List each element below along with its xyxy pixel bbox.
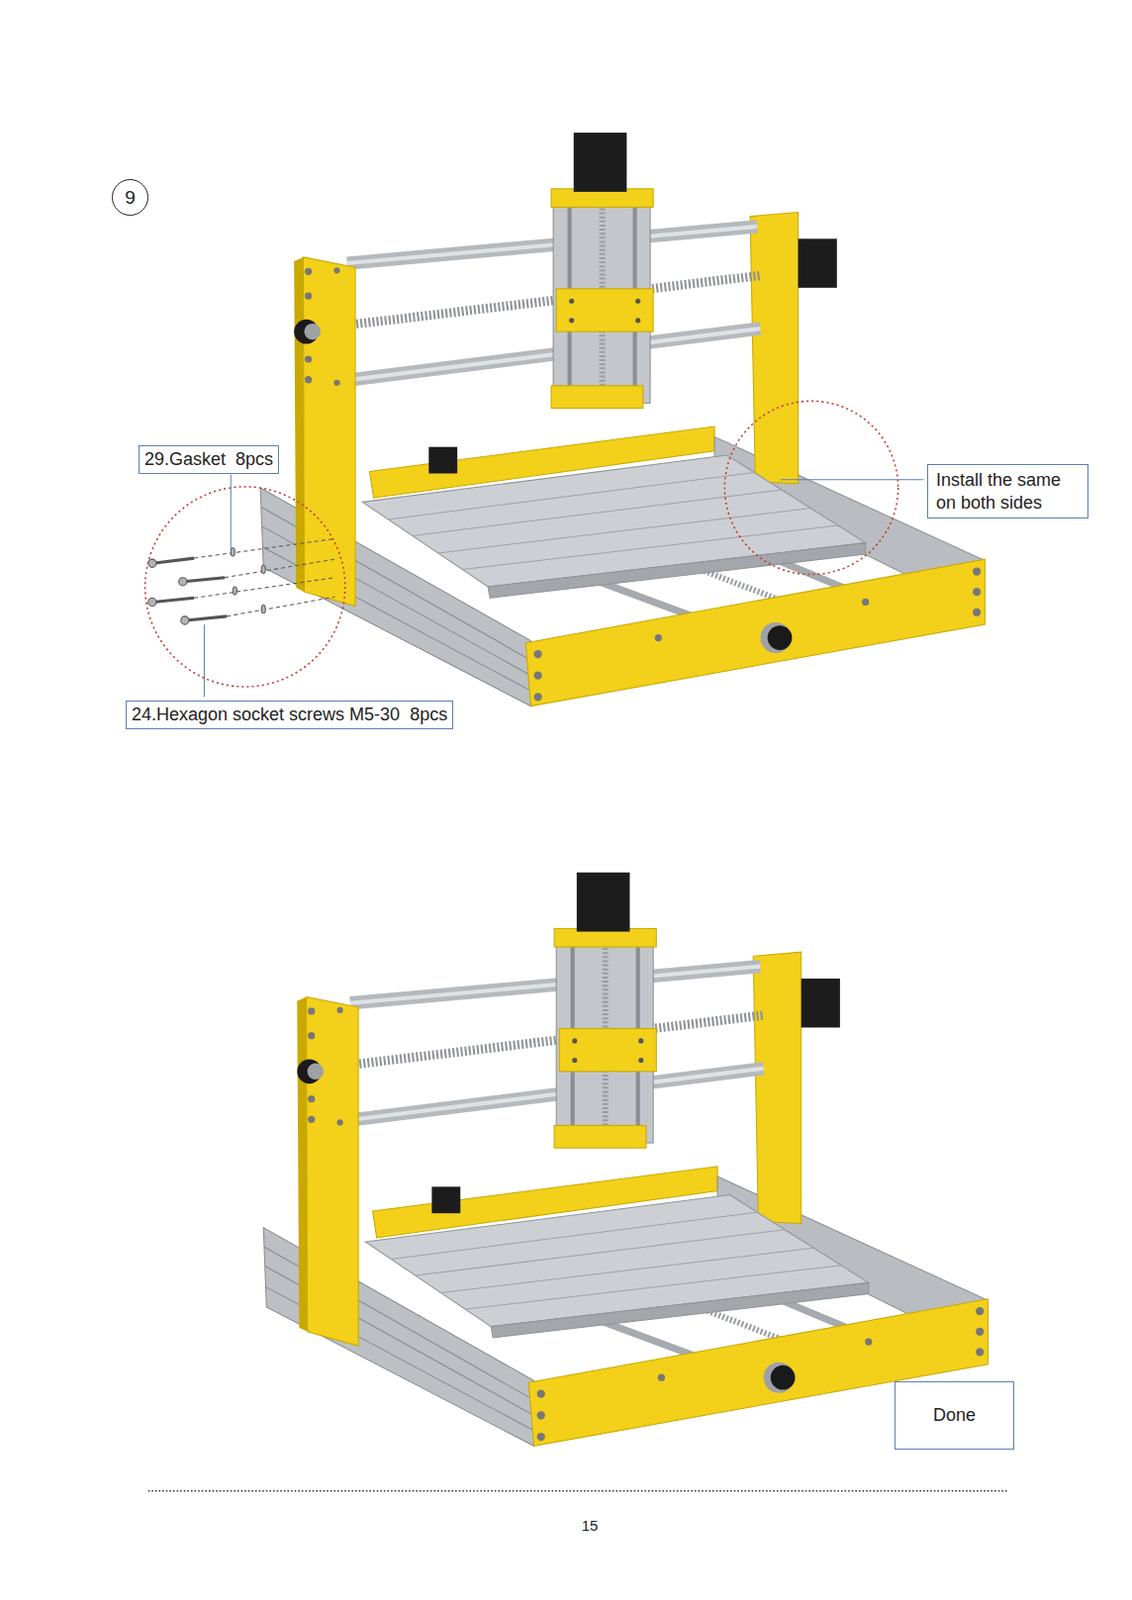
part-callout: 29.Gasket 8pcs [138,445,280,474]
note-box: Install the same on both sides [927,464,1089,519]
status-box: Done [894,1381,1015,1450]
leader-line [780,478,924,480]
callout-text: Done [933,1404,976,1427]
page-rule [148,1490,1008,1493]
detail-circle [724,400,898,574]
cnc-machine [260,132,985,707]
page-number: 15 [581,1516,599,1534]
callout-text: 24.Hexagon socket screws M5-30 8pcs [131,704,448,725]
leader-line [230,474,232,550]
callout-text: 9 [124,186,136,210]
detail-circle [145,486,346,687]
callout-text: Install the same on both sides [936,470,1061,513]
step-number: 9 [111,179,149,216]
screws [148,539,336,626]
leader-line [203,624,205,697]
cnc-machine [263,872,988,1447]
callout-text: 29.Gasket 8pcs [144,449,274,470]
part-callout: 24.Hexagon socket screws M5-30 8pcs [125,700,454,730]
